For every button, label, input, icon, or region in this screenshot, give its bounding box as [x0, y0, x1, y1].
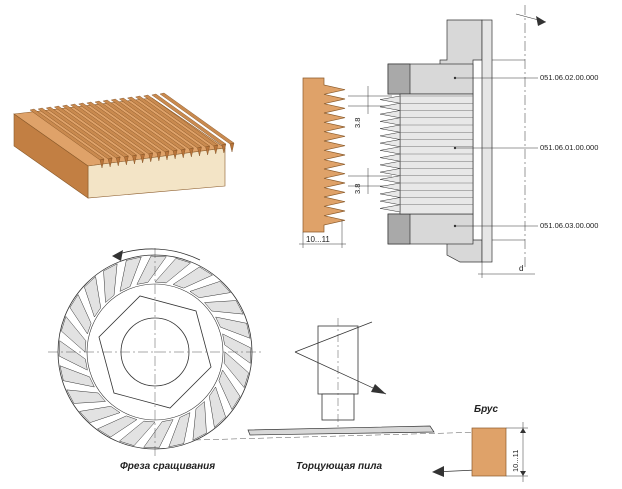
block-finger-tip: [99, 158, 105, 169]
disk-tooth: [79, 406, 121, 423]
block-finger-tip: [148, 152, 154, 163]
dim-pitch-upper: 3.8: [353, 117, 362, 128]
disk-tooth: [61, 315, 87, 353]
cutter-tooth: [379, 146, 401, 155]
dim-pitch-lower: 3.8: [353, 183, 362, 194]
finger-profile: [299, 77, 392, 248]
cutter-tooth: [379, 153, 401, 162]
block-finger-tip: [107, 157, 113, 168]
trim-saw: [194, 318, 486, 477]
part-number-bottom: 051.06.03.00.000: [540, 221, 599, 230]
cutter-tooth: [379, 124, 401, 133]
block-finger-tip: [156, 151, 162, 162]
block-finger-tip: [229, 142, 235, 153]
disk-tooth: [209, 386, 226, 428]
cutter-teeth: [379, 95, 473, 213]
saw-caption: Торцующая пила: [296, 461, 383, 472]
block-fingers: [29, 92, 235, 169]
cutter-tooth: [379, 102, 401, 111]
disk-tooth: [189, 281, 231, 298]
disk-tooth: [168, 412, 191, 448]
cutter-tooth: [379, 175, 401, 184]
wood-block-3d: [13, 92, 235, 199]
cutter-assembly-section: [379, 5, 547, 278]
cutter-tooth: [379, 197, 401, 206]
block-finger-tip: [172, 149, 178, 160]
disk-tooth: [218, 369, 241, 410]
disk-tooth: [192, 400, 207, 441]
cutter-tooth: [379, 168, 401, 177]
disk-tooth: [84, 276, 101, 318]
block-finger-tip: [189, 147, 194, 158]
disk-tooth: [119, 256, 142, 292]
cutter-disk: [48, 248, 262, 456]
block-finger-tip: [181, 148, 186, 159]
disk-tooth: [154, 258, 192, 284]
dim-width: 10...11: [306, 235, 330, 244]
disk-tooth: [143, 419, 174, 449]
disk-tooth: [59, 365, 95, 388]
disk-tooth: [215, 316, 251, 339]
cutter-tooth: [379, 204, 401, 213]
disk-tooth: [222, 333, 252, 364]
block-finger-tip: [132, 154, 137, 165]
part-number-top: 051.06.02.00.000: [540, 73, 599, 82]
disk-tooth: [118, 420, 156, 446]
cutter-tooth: [379, 110, 401, 119]
dim-bar-height: 10...11: [511, 449, 520, 472]
bar-section: [471, 422, 528, 482]
disk-tooth: [136, 255, 167, 285]
block-finger-tip: [197, 146, 202, 157]
cutter-tooth: [379, 95, 401, 104]
disk-tooth: [69, 294, 92, 335]
cutter-tooth: [379, 189, 401, 198]
cutter-tooth: [379, 182, 401, 191]
block-finger-tip: [124, 155, 129, 166]
cutter-tooth: [379, 117, 401, 126]
disk-tooth: [103, 263, 118, 304]
cutter-tooth: [379, 160, 401, 169]
bar-label: Брус: [474, 404, 499, 415]
disk-tooth: [58, 340, 88, 371]
block-finger-tip: [116, 156, 121, 167]
cutter-tooth: [379, 139, 401, 148]
disk-tooth: [66, 389, 107, 404]
cutter-caption: Фреза сращивания: [120, 461, 216, 472]
part-number-middle: 051.06.01.00.000: [540, 143, 599, 152]
disk-tooth: [223, 351, 249, 389]
block-finger-tip: [213, 144, 219, 155]
disk-tooth: [203, 300, 244, 315]
disk-teeth: [58, 255, 252, 449]
cutter-tooth: [379, 131, 401, 140]
disk-tooth: [172, 266, 213, 289]
block-finger-tip: [205, 145, 210, 156]
block-finger-tip: [221, 143, 227, 154]
block-finger-tip: [140, 153, 145, 164]
block-finger-tip: [164, 150, 170, 161]
dim-d: d: [519, 264, 524, 273]
disk-tooth: [97, 415, 138, 438]
